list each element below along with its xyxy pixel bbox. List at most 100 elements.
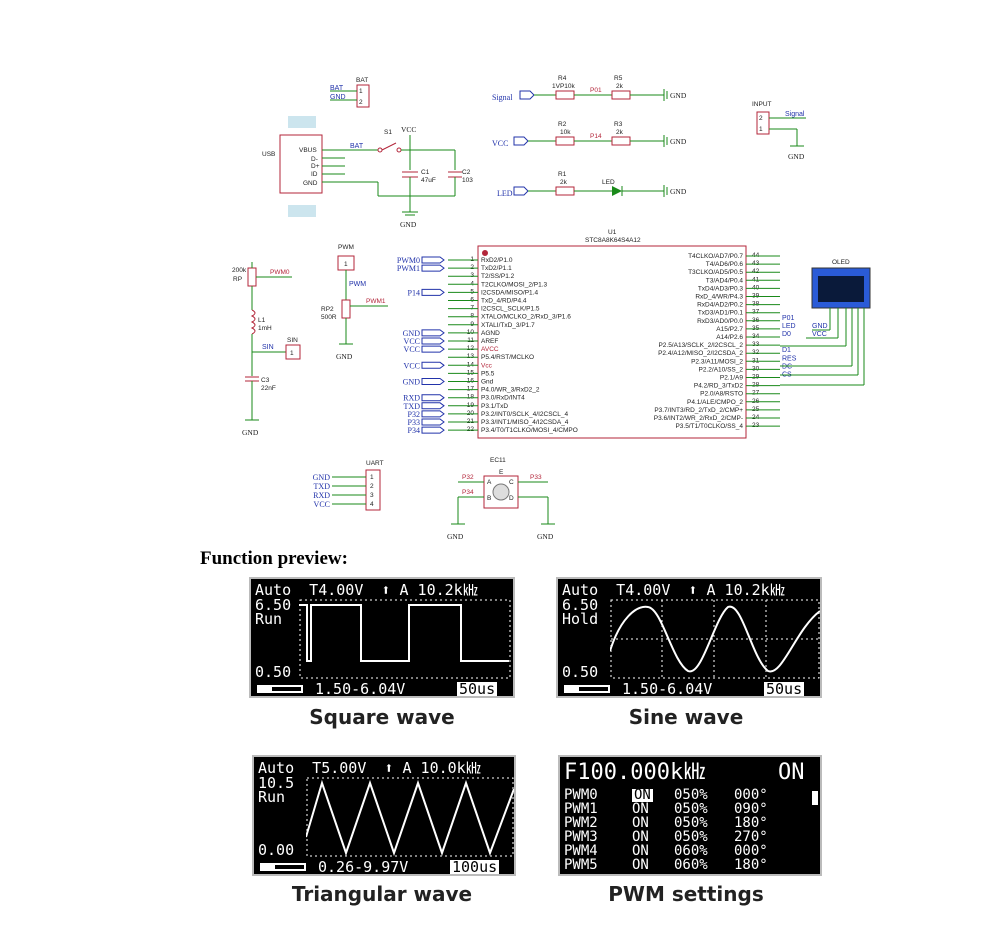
svg-text:1: 1 — [759, 126, 763, 133]
mcu-left-pin: I2CSCL_SCLK/P1.5 — [481, 306, 540, 313]
mcu-left-pin: AREF — [481, 338, 498, 345]
uart-net-label: RXD — [313, 491, 330, 500]
led-circuit: LED R1 2k LED GND — [497, 171, 687, 198]
mcu-right-pin: TxD4/AD3/P0.3 — [698, 285, 744, 292]
svg-text:GND: GND — [303, 180, 318, 187]
svg-text:Signal: Signal — [492, 93, 513, 102]
mcu-net-label: LED — [782, 323, 796, 330]
pwm-output-state: ON — [778, 760, 805, 785]
svg-text:B: B — [487, 495, 491, 502]
svg-text:1mH: 1mH — [258, 325, 272, 332]
square-waveform — [299, 599, 511, 679]
input-connector: INPUT 2 1 Signal GND — [752, 101, 806, 161]
mcu-net-label: DC — [782, 363, 792, 370]
svg-text:200k: 200k — [232, 267, 247, 274]
svg-text:RP2: RP2 — [321, 306, 334, 313]
svg-text:D: D — [509, 495, 514, 502]
mcu-net-label: D0 — [782, 331, 791, 338]
pwm-channel-state: ON — [632, 843, 649, 859]
triangle-wave-caption: Triangular wave — [291, 882, 473, 906]
mcu-u1: U1 STC8A8K64S4A12 RxD2/P1.01PWM0TxD2/P1.… — [397, 229, 797, 439]
svg-text:GND: GND — [400, 220, 417, 229]
mcu-left-pin: XTALO/MCLKO_2/RxD_3/P1.6 — [481, 314, 571, 321]
mcu-left-pin: RxD2/P1.0 — [481, 257, 513, 264]
sine-wave-screen: Auto T4.00V ⬆ A 10.2k㎑ 6.50 Hold 0.50 1.… — [556, 577, 822, 698]
mcu-net-label: P14 — [408, 288, 420, 297]
svg-text:D+: D+ — [311, 163, 320, 170]
svg-text:S1: S1 — [384, 129, 392, 136]
mcu-right-pin: P2.3/A11/MOSI_2 — [691, 358, 743, 365]
mcu-right-pin: P4.2/RD_3/TxD2 — [694, 383, 744, 390]
uart-net-label: GND — [313, 473, 331, 482]
scope-vmin: 0.00 — [258, 841, 295, 859]
mcu-net-label: VCC — [404, 337, 420, 346]
scope-vmax: 6.50 — [255, 596, 292, 614]
svg-text:P32: P32 — [462, 474, 474, 481]
svg-text:BAT: BAT — [356, 77, 368, 84]
mcu-right-pin: P2.2/A10/SS_2 — [699, 366, 744, 373]
svg-text:2: 2 — [359, 99, 363, 106]
mcu-right-pin: P3.7/INT3/RD_2/TxD_2/CMP+ — [654, 407, 743, 414]
svg-text:R5: R5 — [614, 75, 623, 82]
svg-text:1: 1 — [290, 350, 294, 357]
mcu-right-pin: T3CLKO/AD5/P0.5 — [688, 269, 743, 276]
svg-text:VCC: VCC — [492, 139, 508, 148]
svg-text:VCC: VCC — [812, 331, 827, 338]
svg-text:UART: UART — [366, 460, 384, 467]
pwm-channel-duty: 050% — [674, 801, 708, 817]
square-wave-caption: Square wave — [309, 705, 455, 729]
mcu-left-pin: P5.4/RST/MCLKO — [481, 354, 534, 361]
scope-range: 1.50-6.04V — [315, 680, 406, 698]
svg-text:D-: D- — [311, 156, 318, 163]
mcu-left-pin: P3.3/INT1/MISO_4/I2CSDA_4 — [481, 419, 569, 426]
svg-text:10k: 10k — [560, 129, 571, 136]
function-preview-title: Function preview: — [200, 548, 348, 569]
scope-timebase: 100us — [450, 858, 500, 876]
mcu-right-pin: P4.1/ALE/CMPO_2 — [687, 399, 743, 406]
svg-text:2k: 2k — [560, 179, 568, 186]
pwm-channel-state: ON — [632, 815, 649, 831]
svg-text:500R: 500R — [321, 314, 337, 321]
svg-text:INPUT: INPUT — [752, 101, 772, 108]
svg-text:VBUS: VBUS — [299, 147, 317, 154]
pwm-settings-caption: PWM settings — [608, 882, 764, 906]
pwm-channel-name: PWM2 — [564, 815, 598, 831]
vcc-divider: VCC R2 10k P14 R3 2k GND — [492, 121, 687, 148]
scope-top-line: Auto T4.00V ⬆ A 10.2k㎑ — [255, 581, 478, 599]
scope-bar — [257, 685, 303, 693]
scope-top-line: Auto T4.00V ⬆ A 10.2k㎑ — [562, 581, 785, 599]
svg-text:C2: C2 — [462, 169, 471, 176]
mcu-right-pin: RxD4/AD2/P0.2 — [697, 302, 743, 309]
svg-text:LED: LED — [602, 179, 615, 186]
uart-pin-number: 4 — [370, 501, 374, 508]
svg-text:GND: GND — [447, 532, 464, 541]
uart-net-label: TXD — [314, 482, 331, 491]
svg-text:22nF: 22nF — [261, 385, 276, 392]
pwm-channel-state: ON — [632, 857, 649, 873]
mcu-left-pin: P3.0/RxD/INT4 — [481, 395, 525, 402]
svg-text:1: 1 — [359, 88, 363, 95]
pwm-channel-duty: 060% — [674, 843, 708, 859]
svg-text:2k: 2k — [616, 129, 624, 136]
pwm-channel-name: PWM5 — [564, 857, 598, 873]
svg-text:GND: GND — [670, 187, 687, 196]
pwm-channel-phase: 090° — [734, 801, 768, 817]
mcu-net-label: P01 — [782, 315, 795, 322]
svg-text:Signal: Signal — [785, 111, 805, 118]
bat-connector: 1 2 BAT BAT GND — [330, 77, 370, 108]
svg-text:A: A — [487, 479, 492, 486]
svg-text:47uF: 47uF — [421, 177, 436, 184]
mcu-net-label: RXD — [403, 394, 420, 403]
square-wave-screen: Auto T4.00V ⬆ A 10.2k㎑ 6.50 Run 0.50 1.5… — [249, 577, 515, 698]
pwm-channel-phase: 180° — [734, 857, 768, 873]
svg-text:SIN: SIN — [262, 344, 274, 351]
scope-timebase: 50us — [457, 680, 498, 698]
scope-vmin: 0.50 — [562, 663, 599, 681]
scope-bar — [260, 863, 306, 871]
mcu-net-label: D1 — [782, 347, 791, 354]
mcu-left-pin: TxD2/P1.1 — [481, 265, 512, 272]
mcu-left-pin: Gnd — [481, 379, 494, 386]
svg-text:103: 103 — [462, 177, 473, 184]
mcu-right-pin: T4CLKO/AD7/P0.7 — [688, 253, 743, 260]
